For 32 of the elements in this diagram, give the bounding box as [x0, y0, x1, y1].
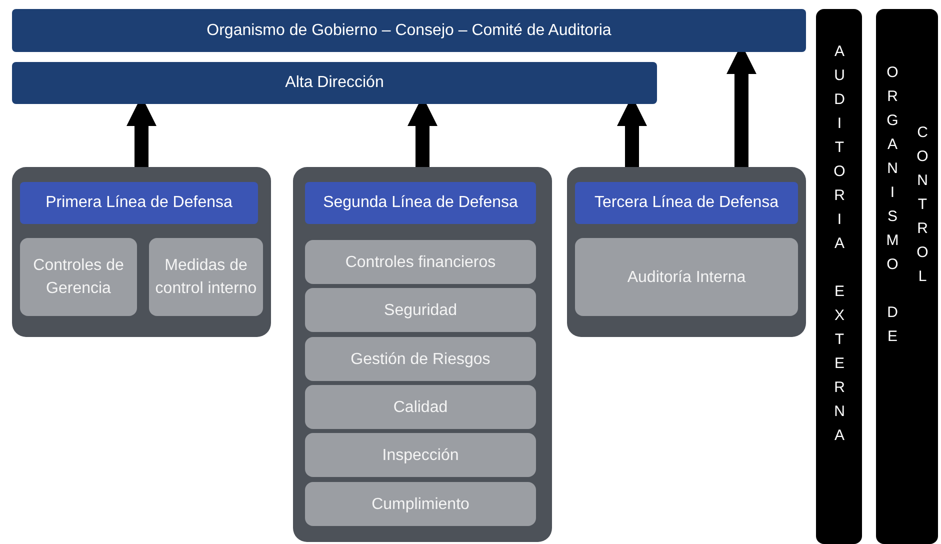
panel-heading: Segunda Línea de Defensa	[305, 182, 536, 224]
node-label: Alta Dirección	[285, 74, 384, 92]
vertical-column	[816, 9, 862, 544]
panel-heading: Primera Línea de Defensa	[20, 182, 258, 224]
node-label: Calidad	[393, 398, 448, 418]
node-label: Medidas de control interno	[154, 256, 258, 299]
control-box	[20, 238, 137, 316]
node-label: Inspección	[382, 446, 459, 466]
control-box	[305, 288, 536, 332]
title-bar	[12, 62, 657, 104]
vertical-column	[876, 9, 938, 544]
node-label: Organismo de Gobierno – Consejo – Comité de Auditoria	[206, 22, 612, 40]
control-box	[305, 240, 536, 284]
control-box	[305, 385, 536, 429]
title-bar	[12, 9, 806, 52]
node-label: Controles de Gerencia	[32, 256, 125, 299]
control-box	[149, 238, 263, 316]
defense-line-panel	[12, 167, 271, 337]
control-box	[575, 238, 798, 316]
node-label: Controles financieros	[345, 252, 496, 272]
node-label: Gestión de Riesgos	[350, 350, 490, 370]
node-label: Seguridad	[384, 300, 457, 320]
panel-heading: Tercera Línea de Defensa	[575, 182, 798, 224]
defense-line-panel	[567, 167, 806, 337]
defense-line-panel	[293, 167, 552, 542]
node-label: Auditoría Interna	[627, 268, 746, 288]
node-label: ORGANISMO DE CONTROL	[883, 63, 932, 354]
node-label: AUDITORIA EXTERNA	[830, 43, 849, 451]
control-box	[305, 433, 536, 477]
control-box	[305, 482, 536, 526]
node-label: Cumplimiento	[372, 494, 470, 514]
control-box	[305, 337, 536, 381]
